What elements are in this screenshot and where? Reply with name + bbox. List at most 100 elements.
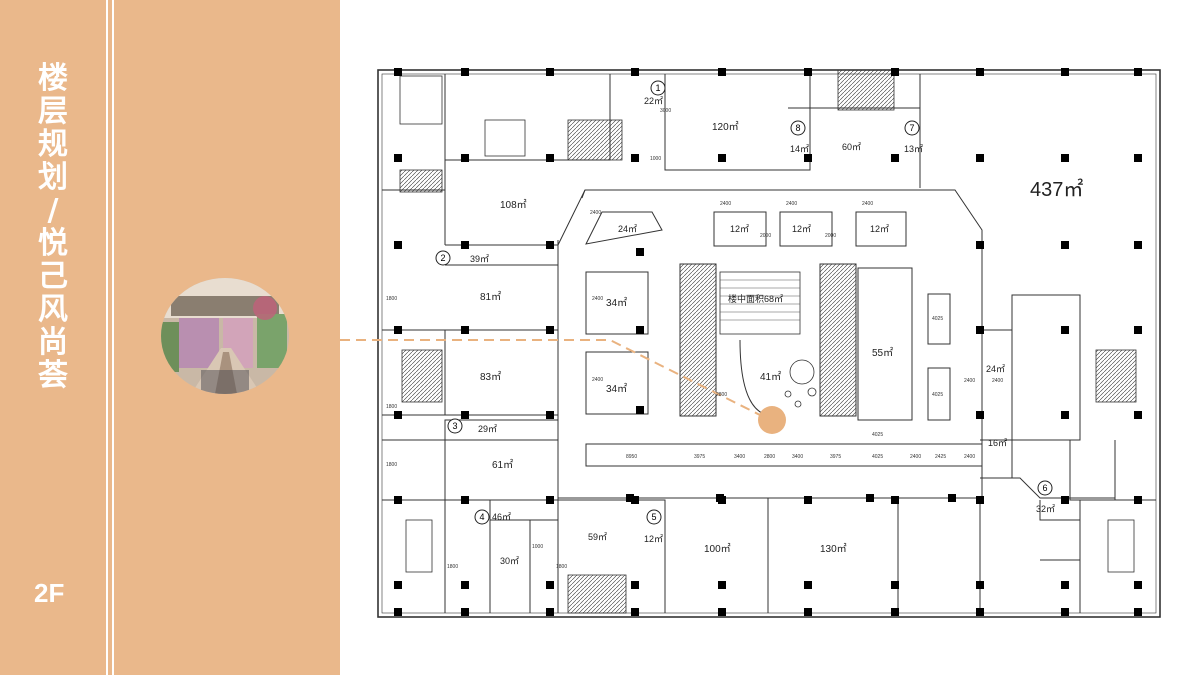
unit-area-label: 12㎡ <box>644 534 663 544</box>
column-marker <box>718 608 726 616</box>
unit-number-badge: 4 <box>479 512 484 522</box>
unit-area-label: 24㎡ <box>618 224 637 234</box>
column-marker <box>546 496 554 504</box>
unit-area-label: 14㎡ <box>790 144 809 154</box>
column-marker <box>546 411 554 419</box>
unit-area-label: 29㎡ <box>478 424 497 434</box>
unit-area-label: 81㎡ <box>480 291 501 303</box>
unit-area-label: 34㎡ <box>606 297 627 309</box>
unit-area-label: 108㎡ <box>500 199 527 211</box>
dimension-label: 4025 <box>872 432 883 438</box>
page-title: 楼 层 规 划 / 悦 己 风 尚 荟 <box>32 62 74 392</box>
title-char: 楼 <box>38 61 68 96</box>
dimension-label: 1000 <box>532 544 543 550</box>
atrium-decoration <box>784 359 817 408</box>
stairwells <box>399 69 1137 614</box>
floor-plan: 22㎡ 120㎡ 14㎡ 60㎡ 13㎡ 437㎡ 108㎡ 24㎡ 12㎡ 1… <box>340 68 1161 618</box>
unit-area-label: 60㎡ <box>842 142 861 152</box>
dimension-label: 3400 <box>792 454 803 460</box>
escalator-block <box>679 263 857 417</box>
column-marker <box>976 608 984 616</box>
unit-area-label: 437㎡ <box>1030 177 1083 201</box>
column-marker <box>461 326 469 334</box>
unit-area-label: 55㎡ <box>872 347 893 359</box>
title-char: 悦 <box>38 226 68 261</box>
location-marker-icon <box>758 406 786 434</box>
column-marker <box>631 581 639 589</box>
unit-area-label: 46㎡ <box>492 512 511 522</box>
dimension-label: 3975 <box>830 454 841 460</box>
unit-number-badge: 7 <box>909 123 914 133</box>
dimension-label: 2400 <box>590 210 601 216</box>
structural-columns <box>394 68 1142 616</box>
title-char: 规 <box>38 127 68 162</box>
column-marker <box>461 496 469 504</box>
dimension-label: 2000 <box>825 233 836 239</box>
column-marker <box>1061 154 1069 162</box>
column-marker <box>461 241 469 249</box>
dimension-label: 1000 <box>650 156 661 162</box>
column-marker <box>546 581 554 589</box>
column-marker <box>636 326 644 334</box>
interior-walls <box>382 74 1156 613</box>
dimension-label: 2400 <box>862 201 873 207</box>
column-marker <box>394 411 402 419</box>
dimension-label: 3400 <box>734 454 745 460</box>
dimension-label: 2400 <box>992 378 1003 384</box>
column-marker <box>631 496 639 504</box>
title-char: 己 <box>38 259 68 294</box>
unit-area-label: 12㎡ <box>792 224 811 234</box>
dimension-label: 2400 <box>964 378 975 384</box>
column-marker <box>976 496 984 504</box>
column-marker <box>546 154 554 162</box>
column-marker <box>394 581 402 589</box>
floor-label: 2F <box>34 578 65 608</box>
column-marker <box>1061 496 1069 504</box>
dimension-label: 3000 <box>660 108 671 114</box>
unit-number-badge: 1 <box>655 83 660 93</box>
column-marker <box>1134 326 1142 334</box>
unit-area-label: 12㎡ <box>870 224 889 234</box>
column-marker <box>891 154 899 162</box>
column-marker <box>1134 581 1142 589</box>
unit-area-label: 34㎡ <box>606 383 627 395</box>
dimension-label: 2400 <box>592 296 603 302</box>
dimension-label: 2400 <box>592 377 603 383</box>
unit-area-label: 41㎡ <box>760 371 781 383</box>
title-char: / <box>47 193 59 228</box>
dimension-label: 4025 <box>932 392 943 398</box>
column-marker <box>804 68 812 76</box>
dimension-label: 2400 <box>786 201 797 207</box>
atrium-area-label: 楼中面积68㎡ <box>728 293 783 304</box>
column-marker <box>804 608 812 616</box>
column-marker <box>636 406 644 414</box>
column-marker <box>394 496 402 504</box>
dimension-label: 1800 <box>556 564 567 570</box>
column-marker <box>804 154 812 162</box>
dimension-label: 1800 <box>386 404 397 410</box>
unit-number-badge: 2 <box>440 253 445 263</box>
column-marker <box>546 241 554 249</box>
unit-area-label: 83㎡ <box>480 371 501 383</box>
dimension-label: 2800 <box>716 392 727 398</box>
unit-area-label: 22㎡ <box>644 96 663 106</box>
column-marker <box>1061 581 1069 589</box>
column-marker <box>1061 326 1069 334</box>
dimension-label: 1800 <box>447 564 458 570</box>
column-marker <box>866 494 874 502</box>
dimension-label: 2800 <box>764 454 775 460</box>
unit-area-label: 24㎡ <box>986 364 1005 374</box>
column-marker <box>631 154 639 162</box>
column-marker <box>631 608 639 616</box>
column-marker <box>546 68 554 76</box>
unit-number-badge: 8 <box>795 123 800 133</box>
column-marker <box>891 581 899 589</box>
column-marker <box>976 411 984 419</box>
column-marker <box>1061 411 1069 419</box>
column-marker <box>1134 608 1142 616</box>
unit-number-badge: 5 <box>651 512 656 522</box>
column-marker <box>461 411 469 419</box>
column-marker <box>976 581 984 589</box>
atrium-kiosks <box>585 211 983 467</box>
unit-area-label: 61㎡ <box>492 459 513 471</box>
